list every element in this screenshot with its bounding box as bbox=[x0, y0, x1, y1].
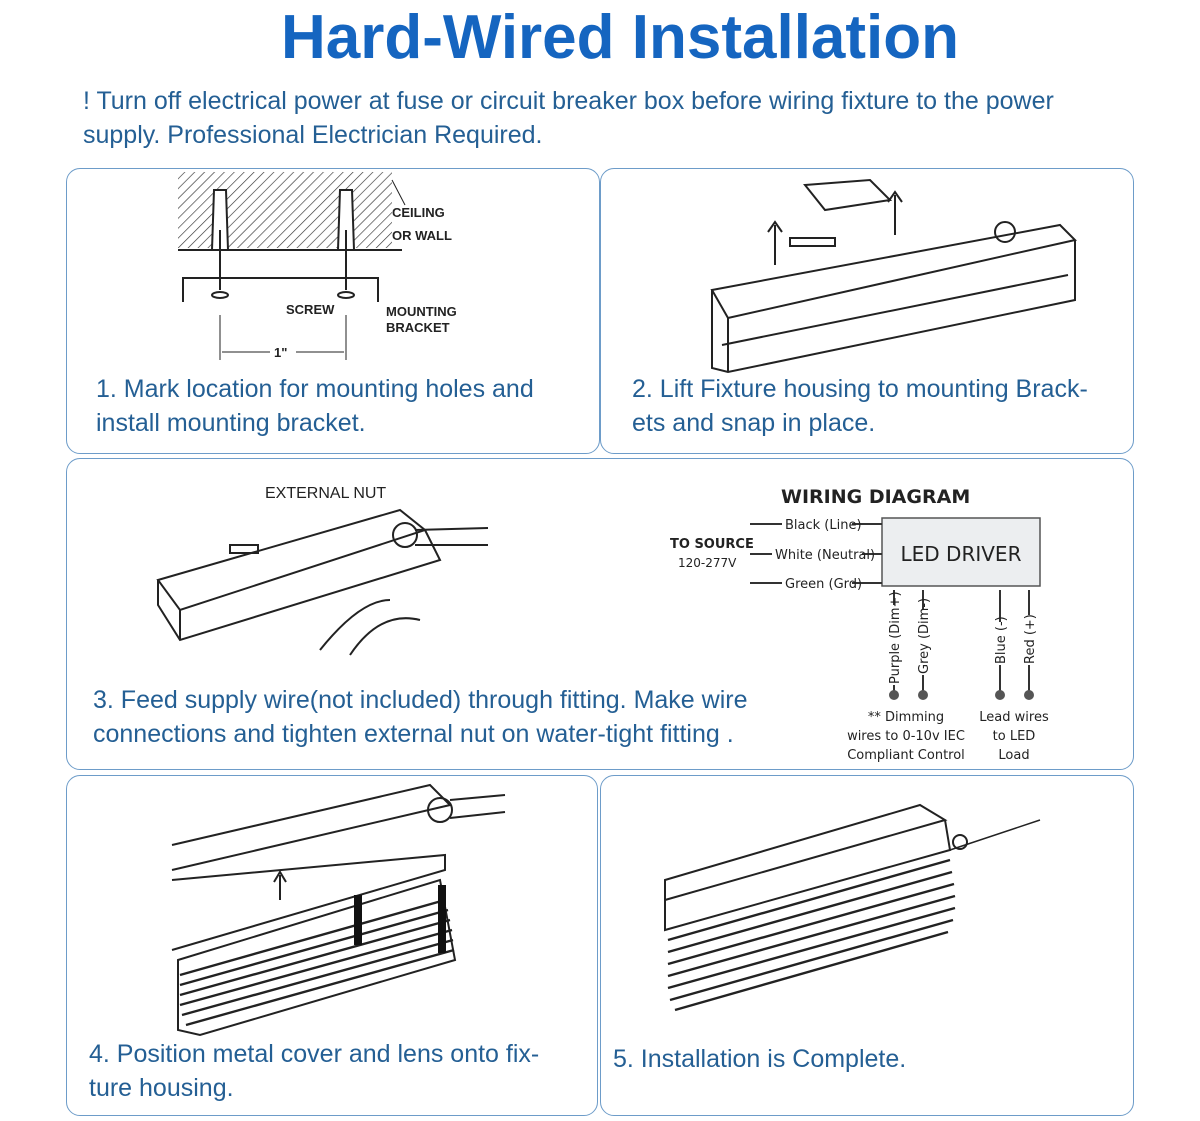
step-3-panel bbox=[66, 458, 1134, 770]
or-wall-label: OR WALL bbox=[392, 228, 452, 243]
step-3-text: 3. Feed supply wire(not included) throug… bbox=[93, 683, 748, 751]
step-2-text: 2. Lift Fixture housing to mounting Brac… bbox=[632, 372, 1088, 440]
mounting-label: MOUNTING bbox=[386, 304, 457, 319]
step-3-line-1: 3. Feed supply wire(not included) throug… bbox=[93, 686, 748, 714]
bracket-label: BRACKET bbox=[386, 320, 450, 335]
dimming-note-1: ** Dimming bbox=[868, 710, 944, 725]
dimming-note-3: Compliant Control bbox=[847, 748, 965, 763]
purple-wire-label: Purple (Dim+) bbox=[888, 591, 903, 684]
warning-line-2: supply. Professional Electrician Require… bbox=[83, 121, 543, 149]
led-driver-box bbox=[881, 517, 1041, 587]
step-1-text: 1. Mark location for mounting holes and … bbox=[96, 372, 534, 440]
step-5-text: 5. Installation is Complete. bbox=[613, 1042, 906, 1076]
led-driver-label: LED DRIVER bbox=[901, 542, 1022, 566]
step-2-line-2: ets and snap in place. bbox=[632, 409, 876, 437]
step-1-line-1: 1. Mark location for mounting holes and bbox=[96, 375, 534, 403]
page-title: Hard-Wired Installation bbox=[280, 3, 960, 72]
step-5-line-1: 5. Installation is Complete. bbox=[613, 1045, 907, 1073]
step-4-line-1: 4. Position metal cover and lens onto fi… bbox=[89, 1040, 540, 1068]
step-4-text: 4. Position metal cover and lens onto fi… bbox=[89, 1037, 539, 1105]
external-nut-label: EXTERNAL NUT bbox=[265, 485, 386, 502]
step-1-line-2: install mounting bracket. bbox=[96, 409, 366, 437]
dimming-note-2: wires to 0-10v IEC bbox=[847, 729, 965, 744]
grey-wire-label: Grey (Dim-) bbox=[917, 598, 932, 674]
step-2-panel bbox=[600, 168, 1134, 454]
lead-note-2: to LED bbox=[993, 729, 1036, 744]
to-source-label: TO SOURCE bbox=[670, 537, 754, 552]
blue-wire-label: Blue (-) bbox=[994, 616, 1009, 664]
step-4-line-2: ture housing. bbox=[89, 1074, 234, 1102]
spacing-label: 1" bbox=[274, 345, 287, 360]
warning-line-1: ! Turn off electrical power at fuse or c… bbox=[83, 87, 1054, 115]
lead-note-1: Lead wires bbox=[979, 710, 1049, 725]
red-wire-label: Red (+) bbox=[1023, 614, 1038, 664]
white-wire-label: White (Neutral) bbox=[775, 548, 875, 563]
step-2-line-1: 2. Lift Fixture housing to mounting Brac… bbox=[632, 375, 1088, 403]
ceiling-label: CEILING bbox=[392, 205, 445, 220]
safety-warning: ! Turn off electrical power at fuse or c… bbox=[83, 84, 1143, 152]
voltage-label: 120-277V bbox=[678, 556, 737, 570]
screw-label: SCREW bbox=[286, 302, 335, 317]
step-3-line-2: connections and tighten external nut on … bbox=[93, 720, 734, 748]
lead-note-3: Load bbox=[998, 748, 1029, 763]
black-wire-label: Black (Line) bbox=[785, 518, 862, 533]
wiring-diagram-title: WIRING DIAGRAM bbox=[781, 486, 970, 508]
green-wire-label: Green (Grd) bbox=[785, 577, 862, 592]
